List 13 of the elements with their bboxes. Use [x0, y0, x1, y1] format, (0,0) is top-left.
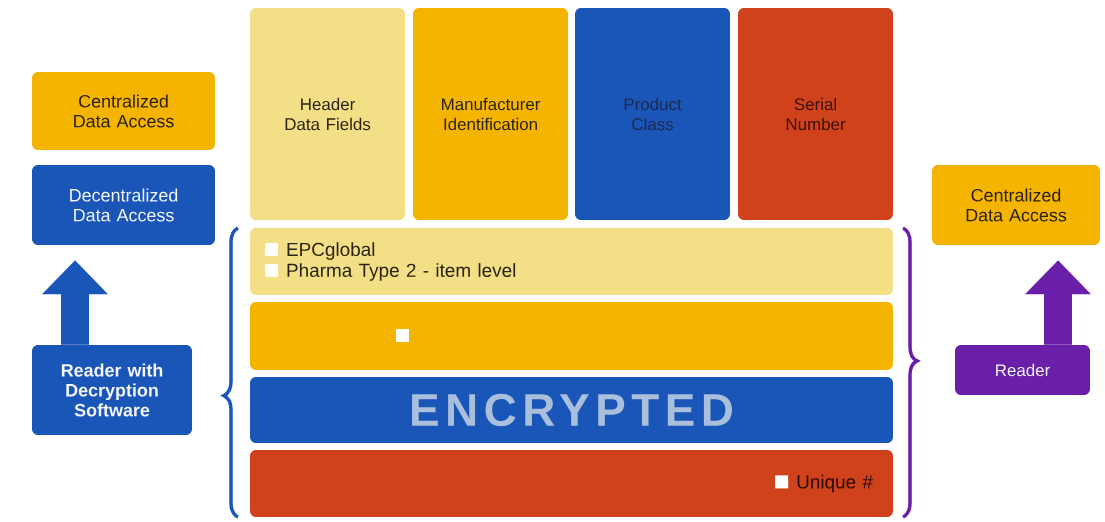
- data-band: EPCglobal Pharma Type 2 - item level: [250, 228, 893, 295]
- field-column: Manufacturer Identification: [413, 8, 568, 220]
- data-band: Unique #: [250, 450, 893, 517]
- access-box: Decentralized Data Access: [32, 165, 215, 245]
- data-band: ENCRYPTED: [250, 377, 893, 443]
- access-box: Centralized Data Access: [32, 72, 215, 150]
- data-band: [250, 302, 893, 370]
- access-box: Centralized Data Access: [932, 165, 1100, 245]
- field-column: Serial Number: [738, 8, 893, 220]
- field-column: Header Data Fields: [250, 8, 405, 220]
- reader-box: Reader with Decryption Software: [32, 345, 192, 435]
- field-column: Product Class: [575, 8, 730, 220]
- reader-box: Reader: [955, 345, 1090, 395]
